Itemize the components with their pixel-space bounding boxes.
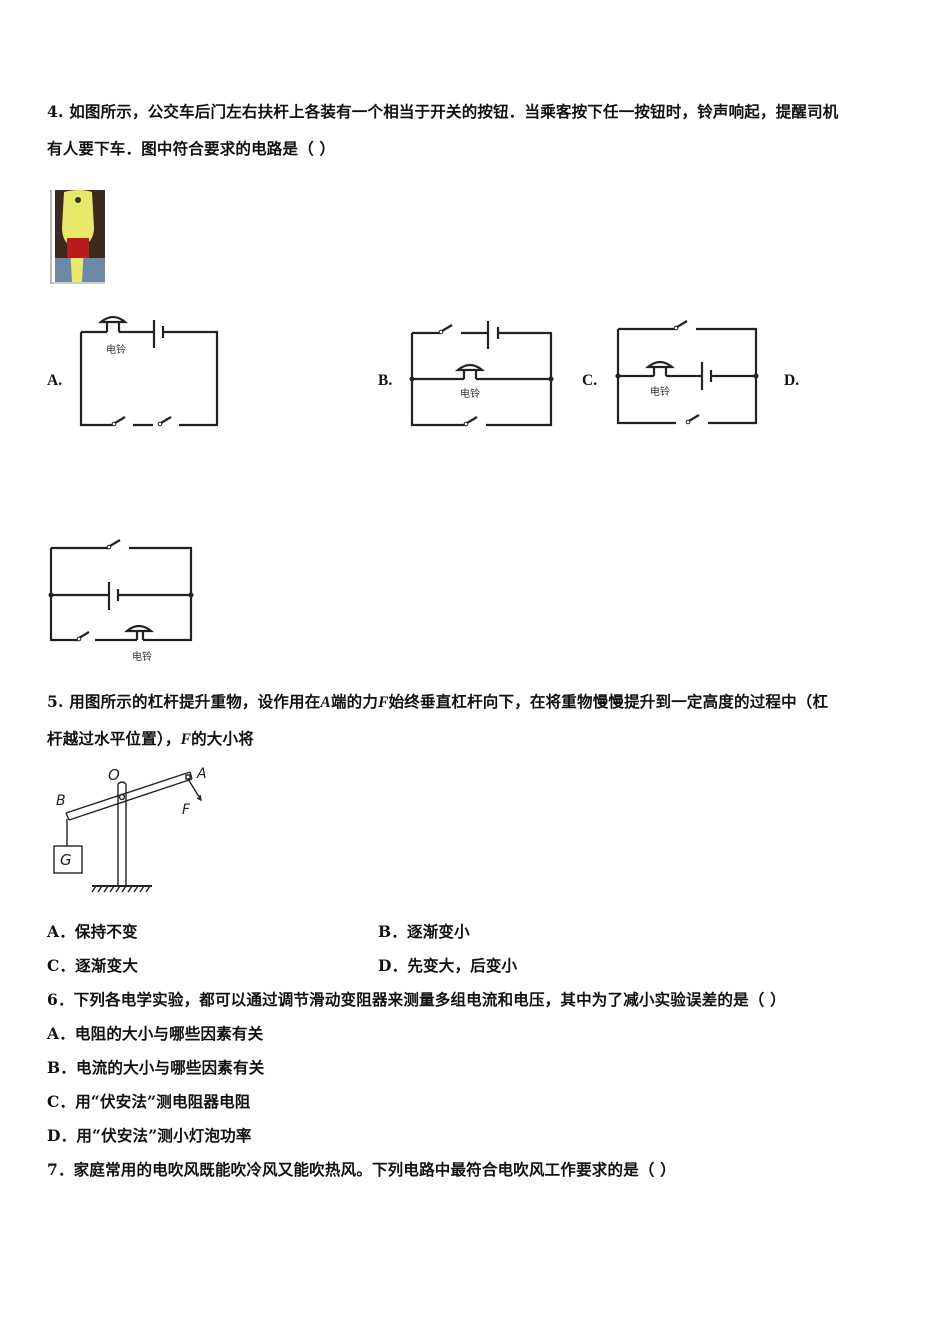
q5-stem-line1: 5. 用图所示的杠杆提升重物，设作用在A端的力F始终垂直杠杆向下，在将重物慢慢提… bbox=[47, 692, 828, 713]
q4-stem-line2: 有人要下车．图中符合要求的电路是（ ） bbox=[47, 139, 336, 158]
label-f: F bbox=[182, 802, 191, 818]
q5-option-b[interactable]: B．逐渐变小 bbox=[378, 922, 470, 941]
q4-option-c-label[interactable]: C. bbox=[582, 372, 598, 389]
q4-option-a-label[interactable]: A. bbox=[47, 372, 63, 389]
bell-label: 电铃 bbox=[132, 650, 152, 663]
q6-option-c[interactable]: C．用“伏安法”测电阻器电阻 bbox=[47, 1092, 251, 1111]
bell-label: 电铃 bbox=[460, 387, 480, 400]
q5-text-4: 杆越过水平位置）， bbox=[47, 729, 181, 748]
q4-circuit-c: 电铃 bbox=[615, 320, 759, 425]
label-o: O bbox=[108, 766, 120, 784]
q5-var-f: F bbox=[378, 694, 389, 711]
label-g: G bbox=[60, 851, 72, 869]
q5-text-2: 端的力 bbox=[330, 692, 379, 711]
label-a: A bbox=[196, 766, 207, 782]
q5-stem-line2: 杆越过水平位置），F的大小将 bbox=[47, 729, 254, 750]
q5-var-f2: F bbox=[180, 731, 192, 748]
label-b: B bbox=[56, 793, 66, 809]
q5-option-c[interactable]: C．逐渐变大 bbox=[47, 956, 139, 975]
q5-text-1: 用图所示的杠杆提升重物，设作用在 bbox=[69, 692, 321, 711]
q4-option-d-label[interactable]: D. bbox=[784, 372, 800, 389]
q5-option-d[interactable]: D．先变大，后变小 bbox=[378, 956, 518, 975]
q5-lever-figure: O A B F G bbox=[53, 766, 207, 893]
bell-label: 电铃 bbox=[106, 343, 126, 356]
q6-stem: 6．下列各电学实验，都可以通过调节滑动变阻器来测量多组电流和电压，其中为了减小实… bbox=[47, 990, 786, 1009]
q5-number: 5. bbox=[47, 692, 64, 711]
q6-option-d[interactable]: D．用“伏安法”测小灯泡功率 bbox=[47, 1126, 252, 1145]
q4-photo bbox=[50, 188, 106, 284]
q5-text-3: 始终垂直杠杆向下，在将重物慢慢提升到一定高度的过程中（杠 bbox=[388, 692, 829, 711]
q4-number: 4. bbox=[47, 102, 64, 121]
q7-stem: 7．家庭常用的电吹风既能吹冷风又能吹热风。下列电路中最符合电吹风工作要求的是（ … bbox=[47, 1160, 676, 1179]
q4-stem-line1: 4. 如图所示，公交车后门左右扶杆上各装有一个相当于开关的按钮．当乘客按下任一按… bbox=[47, 102, 839, 122]
q5-text-5: 的大小将 bbox=[191, 729, 254, 748]
q6-option-b[interactable]: B．电流的大小与哪些因素有关 bbox=[47, 1058, 265, 1077]
q4-circuit-b: 电铃 bbox=[409, 321, 554, 427]
bell-label: 电铃 bbox=[650, 385, 670, 398]
q4-option-b-label[interactable]: B. bbox=[378, 372, 393, 389]
q6-option-a[interactable]: A．电阻的大小与哪些因素有关 bbox=[47, 1024, 264, 1043]
handrail-button-photo-icon bbox=[50, 188, 106, 284]
q4-circuit-a: 电铃 bbox=[79, 315, 219, 427]
q4-line1-text: 如图所示，公交车后门左右扶杆上各装有一个相当于开关的按钮．当乘客按下任一按钮时，… bbox=[69, 102, 839, 121]
q4-circuit-d: 电铃 bbox=[48, 539, 194, 663]
q5-var-a: A bbox=[320, 694, 331, 711]
q5-option-a[interactable]: A．保持不变 bbox=[47, 922, 138, 941]
